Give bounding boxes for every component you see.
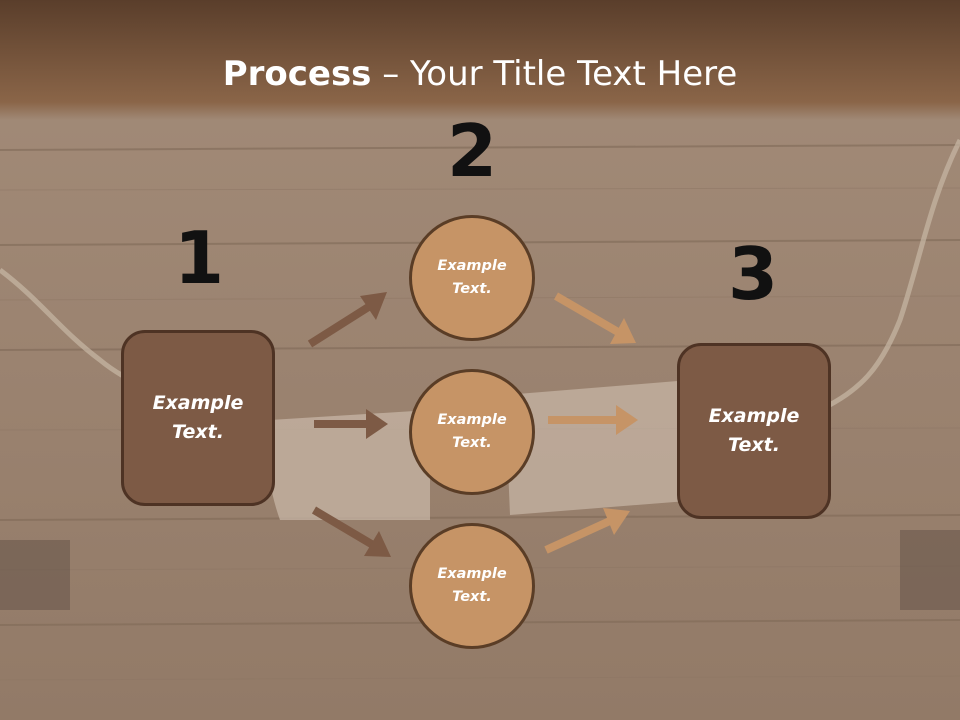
circle-top-text: Example Text. bbox=[437, 258, 507, 297]
circle-bottom: Example Text. bbox=[409, 523, 535, 649]
title-rest: – Your Title Text Here bbox=[371, 54, 738, 94]
right-box-text: Example Text. bbox=[708, 405, 800, 456]
arrow-right-middle bbox=[548, 405, 638, 435]
title-bar bbox=[0, 0, 960, 120]
step-number-1: 1 bbox=[173, 216, 225, 300]
arrow-left-up bbox=[307, 292, 387, 348]
step-number-2: 2 bbox=[446, 109, 498, 193]
arrow-right-down bbox=[553, 292, 636, 344]
right-box: Example Text. bbox=[677, 343, 831, 519]
circle-middle-text: Example Text. bbox=[437, 412, 507, 451]
circle-bottom-text: Example Text. bbox=[437, 566, 507, 605]
slide-title: Process – Your Title Text Here bbox=[0, 52, 960, 96]
left-box: Example Text. bbox=[121, 330, 275, 506]
arrow-left-middle bbox=[314, 409, 388, 439]
circle-middle: Example Text. bbox=[409, 369, 535, 495]
left-box-text: Example Text. bbox=[152, 392, 244, 443]
circle-top: Example Text. bbox=[409, 215, 535, 341]
arrow-right-up bbox=[544, 508, 630, 554]
arrow-left-down bbox=[311, 506, 391, 557]
title-bold: Process bbox=[222, 54, 372, 94]
step-number-3: 3 bbox=[727, 232, 779, 316]
